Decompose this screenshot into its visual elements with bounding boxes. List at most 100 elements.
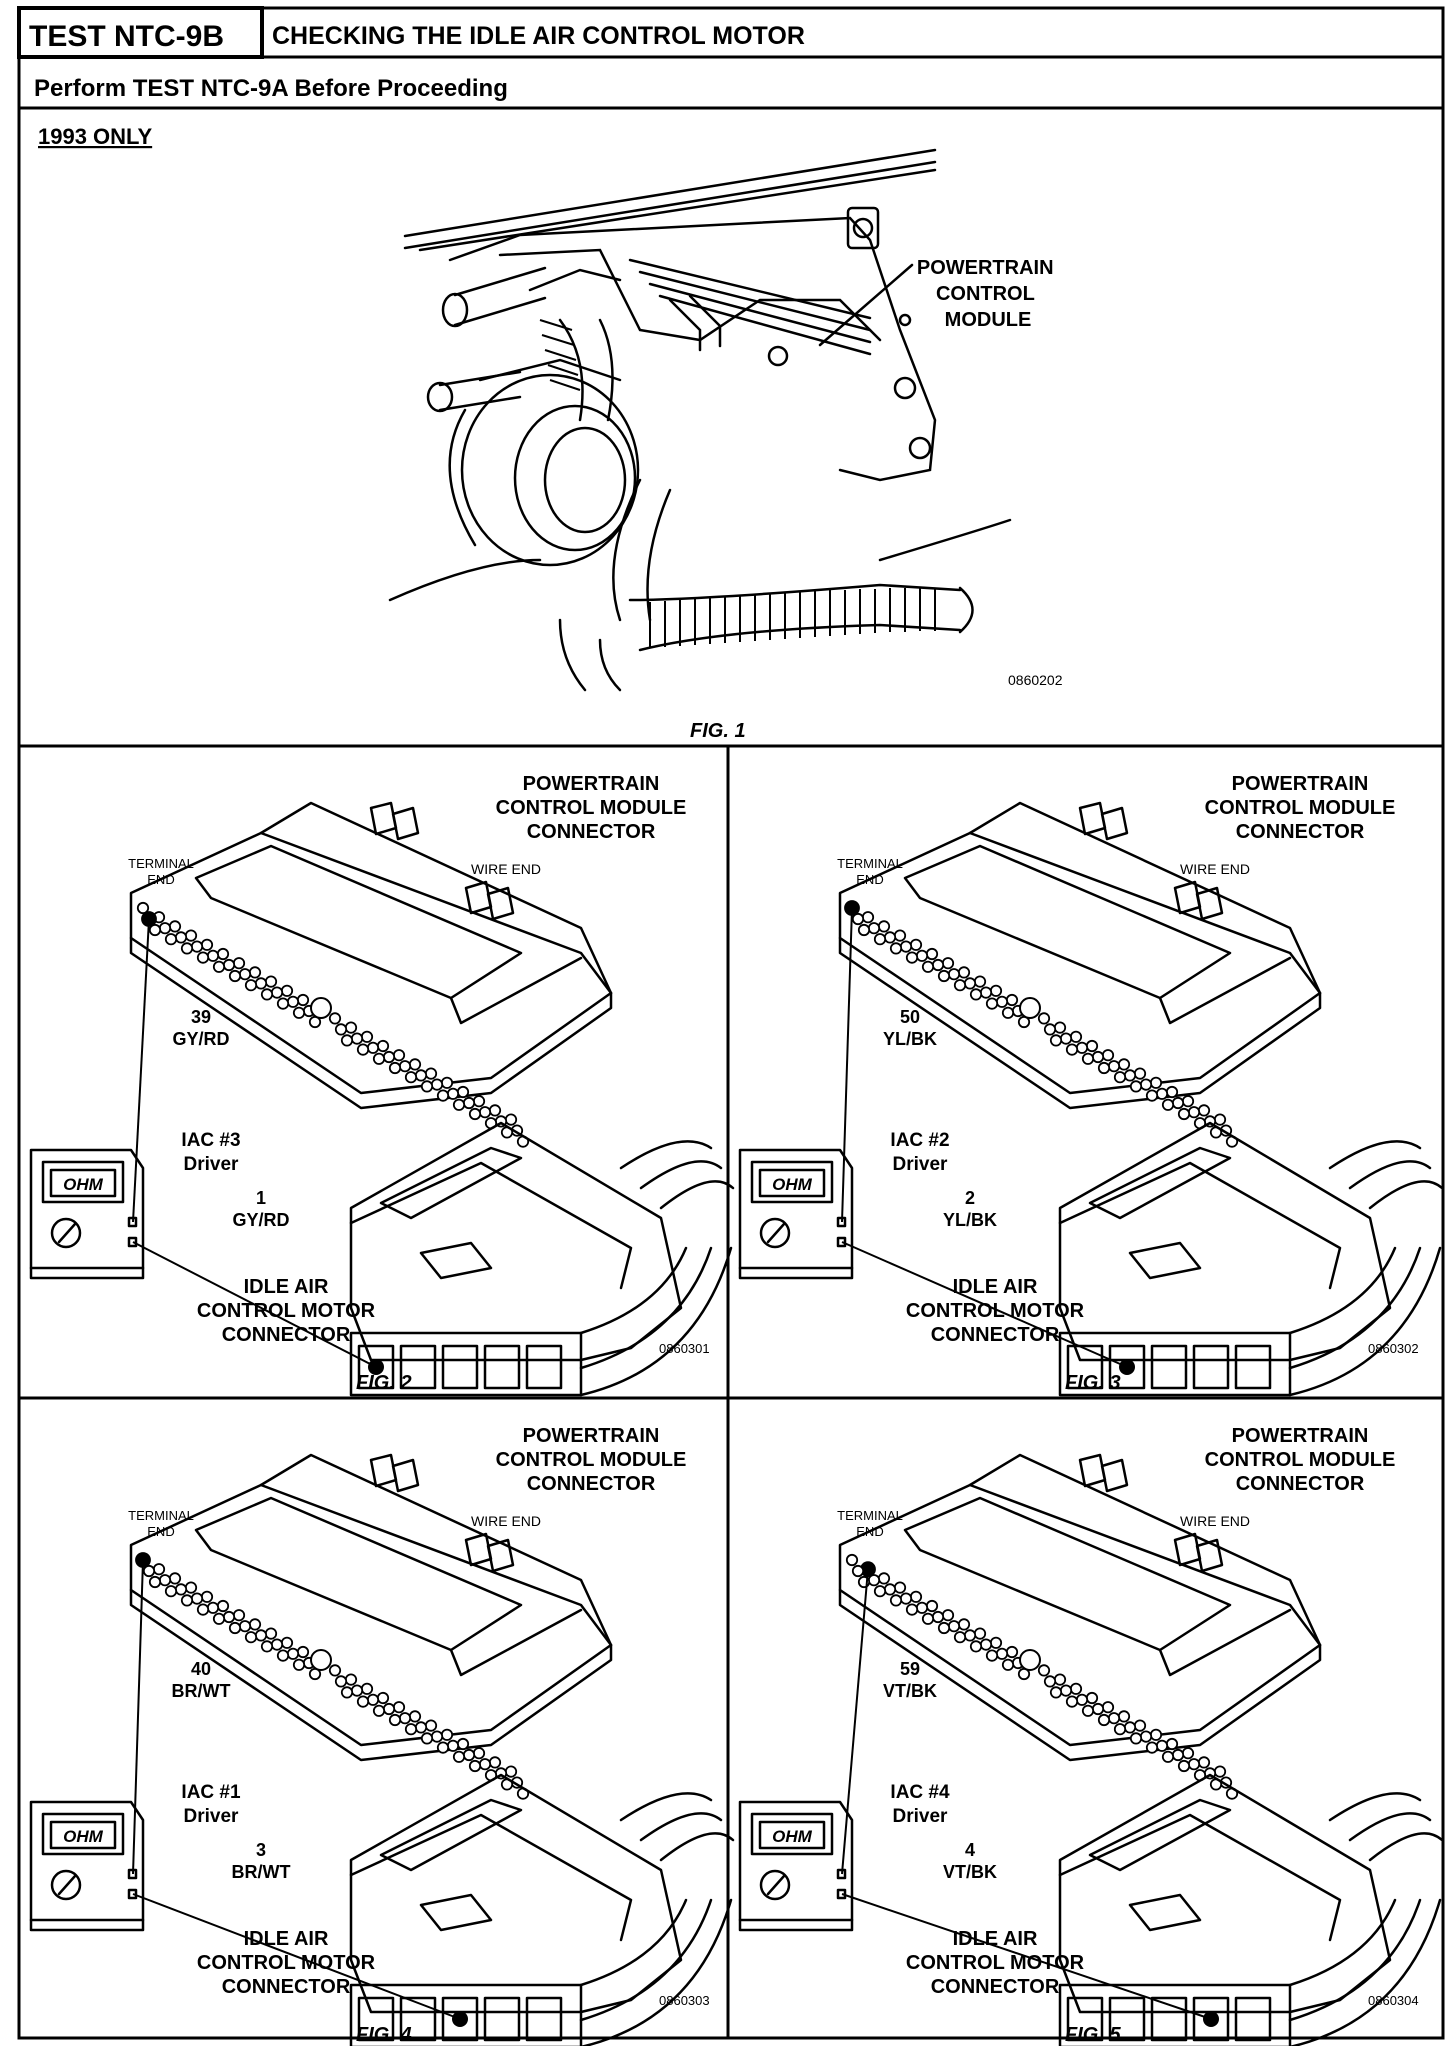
pcm-pin	[1117, 1058, 1131, 1071]
iac-pin-label-line: 4	[965, 1840, 975, 1860]
test-lead-iac	[132, 1893, 461, 2020]
pcm-pin	[280, 1636, 294, 1649]
pcm-pin	[292, 1658, 306, 1671]
iac-connector	[1058, 1773, 1444, 2046]
iac-driver-label-line: Driver	[184, 1154, 240, 1175]
iac-connector-label-line: IDLE AIR	[953, 1928, 1038, 1950]
pcm-pin	[1133, 1719, 1147, 1732]
pcm-pin	[909, 938, 923, 951]
pcm-pin	[931, 958, 945, 972]
pcm-pin-label-line: GY/RD	[172, 1029, 229, 1049]
terminal-end-label-line: TERMINAL	[837, 1508, 903, 1523]
pcm-pin	[270, 1638, 284, 1651]
pcm-pin	[184, 1581, 198, 1594]
iac-connector-label-line: CONTROL MOTOR	[906, 1300, 1085, 1322]
pcm-pin	[276, 997, 290, 1010]
pcm-pin	[366, 1041, 380, 1054]
pcm-pin	[973, 975, 987, 988]
pcm-pin	[867, 1574, 881, 1587]
pcm-pin	[238, 1620, 252, 1633]
iac-driver-label: IAC #4 Driver	[890, 1782, 950, 1827]
pcm-pin	[877, 1572, 891, 1585]
pcm-connector-label-line: CONNECTOR	[527, 821, 656, 843]
pcm-pin-array	[135, 1552, 530, 1800]
pcm-pin	[328, 1012, 342, 1025]
pcm-pin	[963, 1629, 977, 1642]
pcm-pin	[1181, 1747, 1195, 1760]
pcm-pin-label-line: 40	[191, 1659, 211, 1679]
iac-driver-label-line: IAC #4	[890, 1782, 950, 1803]
pcm-pin	[1145, 1741, 1159, 1754]
pcm-pin-label-line: 50	[900, 1007, 920, 1027]
iac-connector	[349, 1773, 735, 2046]
pcm-pin	[1171, 1096, 1185, 1110]
iac-connector	[1058, 1121, 1444, 1397]
pcm-pin	[1187, 1758, 1201, 1771]
iac-driver-label-line: Driver	[893, 1806, 949, 1827]
pcm-pin	[136, 901, 150, 915]
pcm-pin	[462, 1748, 476, 1762]
terminal-end-label-line: TERMINAL	[128, 1508, 194, 1523]
pcm-pin	[867, 922, 881, 935]
pcm-pin	[889, 1594, 903, 1607]
pcm-pin	[1171, 1748, 1185, 1762]
fig1-caption: FIG. 1	[690, 720, 746, 742]
fig1-year-note: 1993 ONLY	[38, 124, 152, 149]
pcm-pin	[270, 986, 284, 999]
fig1-pcm-label-line: MODULE	[945, 309, 1032, 331]
pcm-pin	[228, 969, 242, 983]
pcm-pin	[1097, 1713, 1111, 1727]
pcm-pin	[941, 957, 955, 970]
pcm-pin	[232, 1609, 246, 1622]
figure-code: 0860301	[659, 1341, 710, 1356]
pcm-pin	[398, 1712, 412, 1725]
pcm-pin	[222, 958, 236, 972]
pcm-pin	[468, 1759, 482, 1773]
iac-pin-label-line: YL/BK	[943, 1210, 997, 1230]
pcm-pin	[1053, 1021, 1067, 1034]
pcm-pin	[212, 1612, 226, 1625]
test-lead-pcm	[132, 918, 150, 1223]
pcm-pin	[1107, 1712, 1121, 1725]
pcm-pin	[1177, 1107, 1191, 1121]
pcm-pin	[468, 1107, 482, 1121]
iac-driver-label-line: Driver	[893, 1154, 949, 1175]
pcm-pin	[340, 1686, 354, 1699]
pcm-pin	[440, 1728, 454, 1741]
iac-connector-label-line: IDLE AIR	[953, 1276, 1038, 1298]
iac-connector-label-line: CONTROL MOTOR	[197, 1952, 376, 1974]
pcm-pin	[1043, 1023, 1057, 1036]
test-lead-pcm	[132, 1559, 144, 1875]
pcm-pin	[232, 957, 246, 970]
pcm-connector	[838, 1453, 1322, 1800]
terminal-end-label-line: END	[147, 872, 174, 887]
pcm-pin	[296, 1645, 310, 1659]
pcm-pin	[436, 1089, 450, 1102]
pcm-pin	[851, 912, 865, 926]
pcm-pin	[344, 1673, 358, 1686]
iac-connector-label-line: CONNECTOR	[931, 1324, 1060, 1346]
pcm-pin	[408, 1710, 422, 1723]
wire-end-label: WIRE END	[1180, 1513, 1250, 1529]
pcm-pin	[148, 923, 162, 937]
pcm-pin	[360, 1682, 374, 1695]
pcm-pin	[260, 988, 274, 1001]
pcm-pin-label-line: VT/BK	[883, 1681, 937, 1701]
pcm-pin	[244, 979, 258, 992]
meter-display: OHM	[63, 1827, 104, 1846]
pcm-connector-label-line: CONTROL MODULE	[1205, 797, 1396, 819]
figure-caption: FIG. 2	[356, 1372, 412, 1394]
